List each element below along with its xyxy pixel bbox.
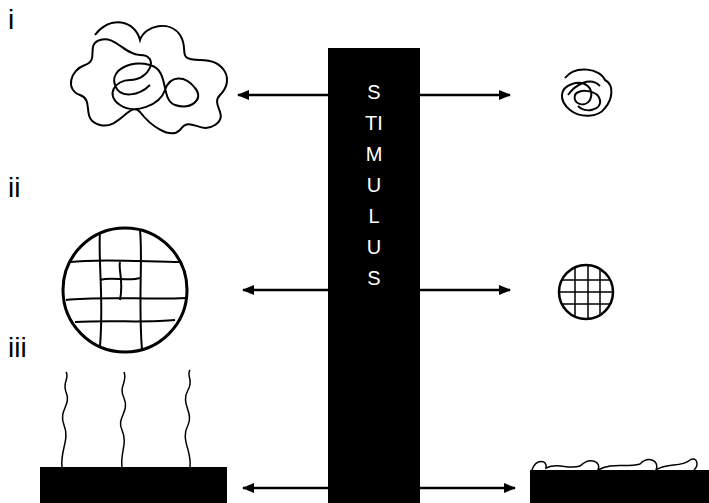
collapsed-coil <box>562 70 611 116</box>
row-numeral: i <box>8 5 14 35</box>
collapsed-brushes <box>530 459 709 503</box>
stimulus-label: STIMULUS <box>364 77 384 294</box>
row-numeral: iii <box>8 333 27 363</box>
row-numeral: ii <box>8 173 20 203</box>
collapsed-gel <box>559 265 613 319</box>
swollen-gel <box>63 228 187 352</box>
extended-brushes <box>40 370 227 503</box>
stimulus-bar: STIMULUS <box>328 48 420 503</box>
expanded-coil <box>71 22 227 133</box>
